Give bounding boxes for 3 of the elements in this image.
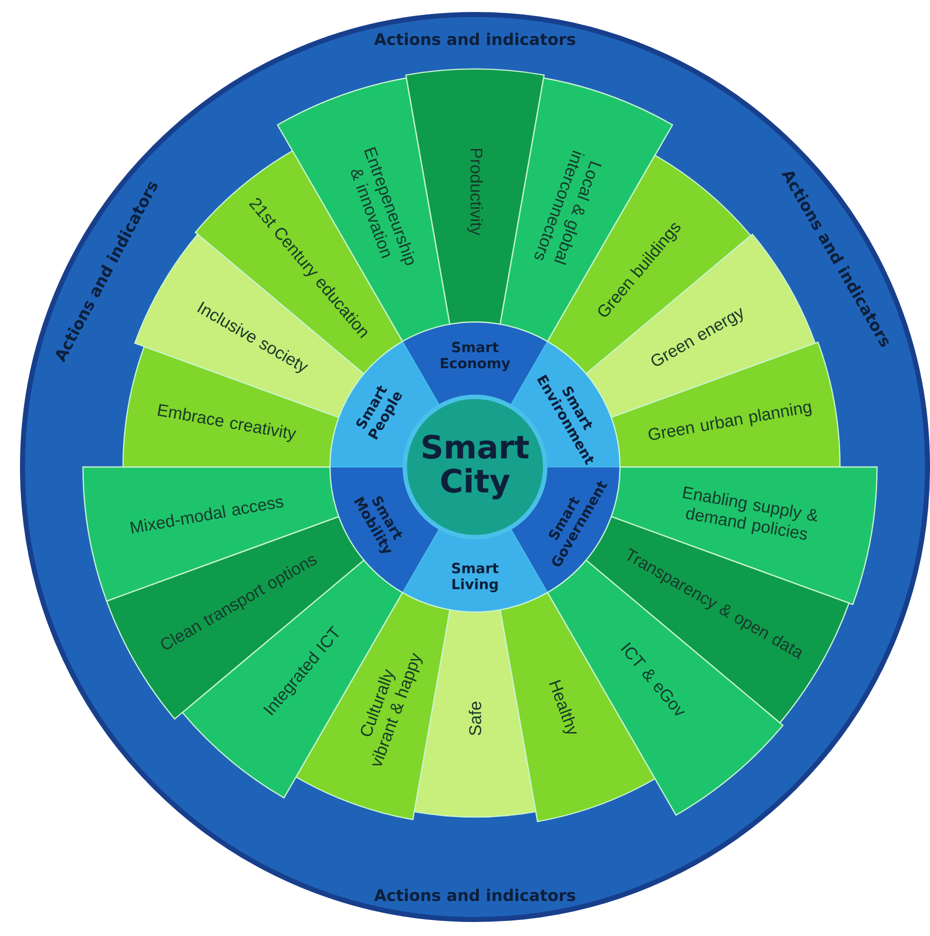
ring-label: Actions and indicators [374, 32, 576, 46]
category-sector: Smart Living [402, 528, 548, 612]
ring-label: Actions and indicators [374, 888, 576, 902]
